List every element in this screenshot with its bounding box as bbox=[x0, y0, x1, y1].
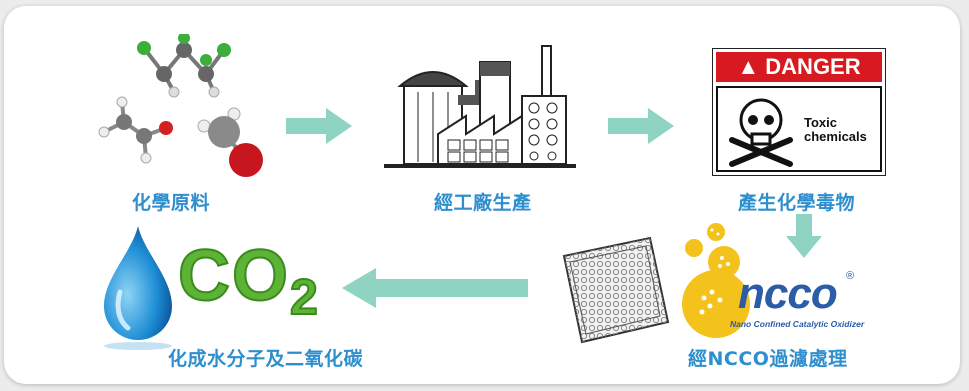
water-drop-icon bbox=[104, 226, 172, 350]
arrow-right-icon bbox=[286, 108, 352, 144]
danger-sign-body: Toxic chemicals bbox=[716, 86, 882, 172]
ncco-logo-icon bbox=[682, 223, 750, 338]
co2-subscript: 2 bbox=[289, 268, 320, 326]
danger-sign-text: Toxic chemicals bbox=[804, 116, 867, 144]
ncco-tagline: Nano Confined Catalytic Oxidizer bbox=[730, 319, 865, 329]
ncco-registered-mark: ® bbox=[846, 270, 855, 282]
danger-header-text: DANGER bbox=[765, 54, 861, 79]
danger-sign-header: ▲ DANGER bbox=[716, 52, 882, 82]
label-ncco-filter: 經NCCO過濾處理 bbox=[688, 348, 848, 370]
toxic-label: Toxic bbox=[804, 115, 837, 130]
label-raw-materials: 化學原料 bbox=[132, 192, 211, 214]
label-factory: 經工廠生產 bbox=[434, 192, 532, 214]
co2-main: CO bbox=[177, 235, 290, 317]
molecule-icon bbox=[98, 34, 263, 177]
filter-mesh-icon bbox=[562, 236, 670, 344]
label-result: 化成水分子及二氧化碳 bbox=[168, 348, 364, 370]
factory-icon bbox=[384, 45, 576, 168]
co2-text: CO2 bbox=[177, 235, 320, 337]
arrow-left-icon bbox=[342, 268, 528, 308]
label-toxic: 產生化學毒物 bbox=[738, 192, 856, 214]
ncco-brand-text: ncco bbox=[738, 269, 838, 318]
skull-crossbones-icon bbox=[729, 98, 793, 167]
arrow-right-icon bbox=[608, 108, 674, 144]
arrow-down-icon bbox=[786, 214, 822, 258]
chemicals-label: chemicals bbox=[804, 129, 867, 144]
warning-triangle-icon: ▲ bbox=[737, 54, 760, 79]
danger-sign-icon: ▲ DANGER Toxic chemicals bbox=[712, 48, 886, 176]
